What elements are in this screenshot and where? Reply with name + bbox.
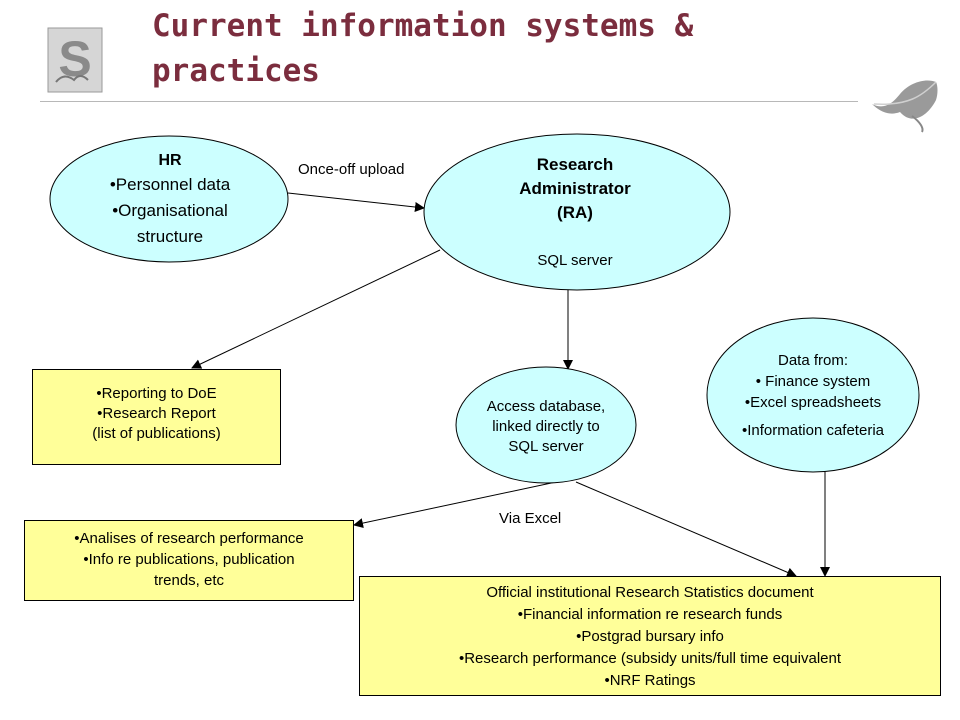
arrow-access-to-official bbox=[575, 481, 797, 578]
reporting-box: •Reporting to DoE •Research Report (list… bbox=[32, 369, 281, 465]
reporting-line-2: •Research Report bbox=[97, 405, 216, 422]
ra-line-1: Research bbox=[536, 155, 614, 174]
reporting-line-3: (list of publications) bbox=[92, 425, 221, 442]
datafrom-node: Data from: • Finance system •Excel sprea… bbox=[712, 350, 914, 441]
edge-label-via-excel: Via Excel bbox=[499, 510, 562, 527]
official-box: Official institutional Research Statisti… bbox=[359, 576, 941, 696]
access-line-2: linked directly to bbox=[492, 418, 600, 435]
ra-node: Research Administrator (RA) bbox=[470, 153, 680, 225]
access-ellipse bbox=[455, 366, 637, 484]
hr-title: HR bbox=[158, 152, 182, 169]
datafrom-line-4: •Information cafeteria bbox=[742, 422, 884, 439]
university-logo: S bbox=[47, 27, 103, 93]
datafrom-line-1: Data from: bbox=[777, 352, 849, 369]
arrow-ra-to-reporting bbox=[191, 249, 441, 369]
edge-label-once-off-upload: Once-off upload bbox=[298, 161, 405, 178]
official-line-5: •NRF Ratings bbox=[604, 672, 696, 689]
access-line-1: Access database, bbox=[486, 398, 606, 415]
title-divider bbox=[40, 101, 858, 102]
arrow-access-to-analyses bbox=[353, 481, 557, 529]
analyses-box: •Analises of research performance •Info … bbox=[24, 520, 354, 601]
access-line-3: SQL server bbox=[508, 438, 584, 455]
official-line-2: •Financial information re research funds bbox=[517, 606, 783, 623]
ra-line-3: (RA) bbox=[557, 203, 593, 222]
analyses-line-2: •Info re publications, publication bbox=[83, 551, 295, 568]
reporting-line-1: •Reporting to DoE bbox=[96, 385, 217, 402]
datafrom-line-2: • Finance system bbox=[755, 373, 871, 390]
ra-sql-server: SQL server bbox=[537, 252, 613, 269]
page-title: Current information systems & practices bbox=[152, 4, 852, 94]
title-line-2: practices bbox=[152, 53, 320, 89]
official-line-3: •Postgrad bursary info bbox=[576, 628, 724, 645]
datafrom-ellipse bbox=[706, 317, 920, 473]
hr-node: HR •Personnel data •Organisational struc… bbox=[60, 150, 280, 250]
title-line-1: Current information systems & bbox=[152, 8, 694, 44]
access-node: Access database, linked directly to SQL … bbox=[466, 397, 626, 457]
arrow-hr-to-ra bbox=[287, 192, 425, 212]
ra-ellipse bbox=[423, 133, 731, 291]
datafrom-line-3: •Excel spreadsheets bbox=[744, 394, 882, 411]
official-line-4: •Research performance (subsidy units/ful… bbox=[458, 650, 842, 667]
analyses-line-3: trends, etc bbox=[153, 572, 225, 589]
official-line-1: Official institutional Research Statisti… bbox=[486, 584, 814, 601]
hr-ellipse bbox=[49, 135, 289, 263]
quill-icon bbox=[872, 80, 938, 133]
analyses-line-1: •Analises of research performance bbox=[74, 530, 304, 547]
ra-line-2: Administrator bbox=[519, 179, 631, 198]
hr-item-2: •Organisational bbox=[112, 201, 228, 220]
hr-item-1: •Personnel data bbox=[109, 175, 231, 194]
hr-item-3: structure bbox=[136, 227, 204, 246]
